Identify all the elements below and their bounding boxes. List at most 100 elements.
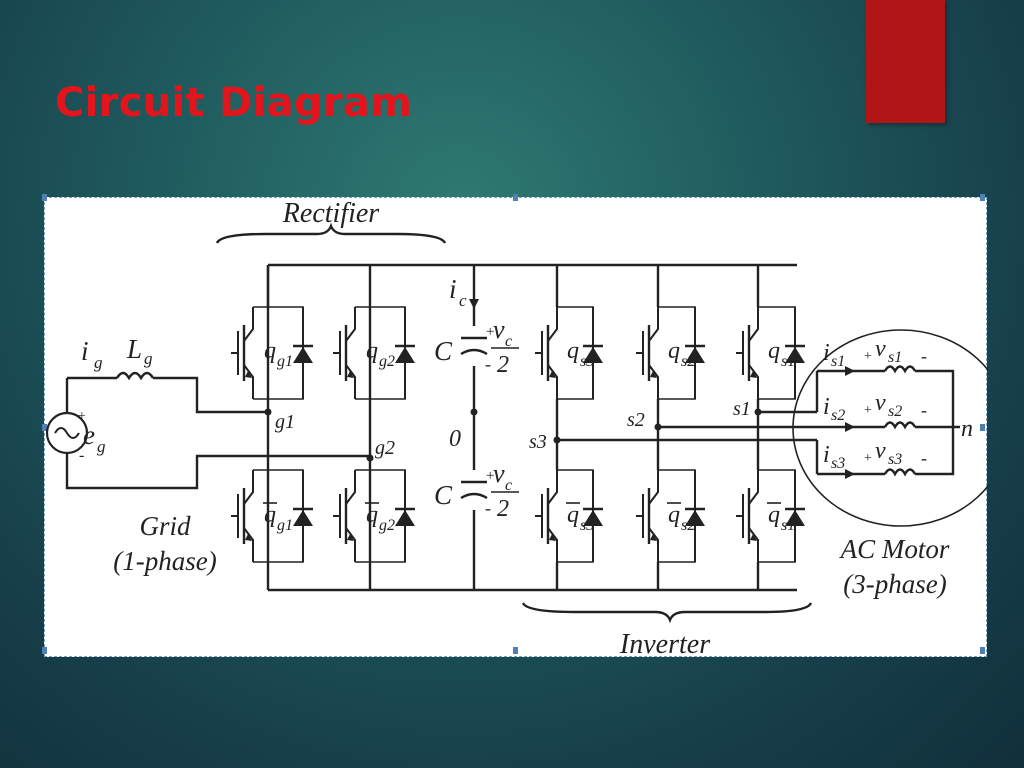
resize-handle[interactable] [980, 194, 985, 201]
svg-text:c: c [459, 291, 467, 310]
svg-text:s2: s2 [681, 353, 695, 370]
svg-text:(3-phase): (3-phase) [843, 569, 946, 599]
rectifier-label: Rectifier [282, 198, 380, 229]
inverter-label: Inverter [619, 629, 710, 658]
rectifier-switches [229, 265, 417, 564]
svg-text:AC Motor: AC Motor [839, 534, 950, 564]
svg-text:2: 2 [497, 352, 509, 378]
diode [291, 468, 315, 564]
resize-handle[interactable] [42, 647, 47, 654]
svg-text:q: q [567, 502, 579, 528]
svg-text:e: e [83, 420, 95, 450]
motor-outline [792, 329, 988, 527]
svg-text:C: C [434, 336, 453, 366]
svg-text:s3: s3 [580, 353, 594, 370]
svg-text:+: + [863, 349, 872, 364]
motor-connections [557, 329, 988, 527]
svg-text:v: v [875, 438, 886, 464]
svg-text:s1: s1 [831, 353, 845, 370]
resize-handle[interactable] [980, 647, 985, 654]
svg-text:+: + [863, 403, 872, 418]
svg-text:+: + [485, 468, 495, 484]
resize-handle[interactable] [42, 424, 47, 431]
rectifier-brace: Rectifier [215, 198, 447, 244]
capacitor-bank [460, 336, 488, 500]
svg-text:v: v [493, 315, 505, 344]
svg-text:q: q [567, 338, 579, 364]
svg-text:-: - [921, 346, 927, 366]
resize-handle[interactable] [513, 194, 518, 201]
svg-text:q: q [264, 338, 276, 364]
slide-title: Circuit Diagram [55, 80, 413, 126]
resize-handle[interactable] [513, 647, 518, 654]
svg-text:c: c [505, 333, 512, 350]
svg-text:g: g [97, 437, 106, 456]
igbt-qs1-bar [734, 468, 760, 564]
svg-text:i: i [449, 274, 457, 304]
svg-text:s1: s1 [888, 349, 902, 366]
svg-text:c: c [505, 477, 512, 494]
svg-text:(1-phase): (1-phase) [113, 546, 216, 576]
svg-text:s3: s3 [580, 517, 594, 534]
svg-text:q: q [768, 338, 780, 364]
svg-text:g1: g1 [277, 353, 293, 370]
grid-source [45, 371, 370, 490]
diode [291, 305, 315, 401]
svg-text:q: q [668, 502, 680, 528]
svg-text:s3: s3 [529, 431, 547, 453]
svg-text:C: C [434, 480, 453, 510]
igbt-qg1-bar [229, 468, 255, 564]
svg-text:L: L [126, 334, 142, 364]
svg-text:q: q [366, 502, 378, 528]
igbt-qg2 [331, 305, 357, 401]
igbt-qs3 [533, 305, 559, 401]
svg-text:s1: s1 [781, 353, 795, 370]
svg-text:s2: s2 [627, 409, 645, 431]
svg-text:q: q [668, 338, 680, 364]
svg-text:q: q [264, 502, 276, 528]
resize-handle[interactable] [980, 424, 985, 431]
svg-text:0: 0 [449, 426, 461, 452]
diode [783, 468, 807, 564]
igbt-qg2-bar [331, 468, 357, 564]
igbt-qg1 [229, 305, 255, 401]
svg-text:i: i [823, 394, 830, 420]
svg-text:v: v [493, 459, 505, 488]
svg-text:i: i [81, 336, 89, 366]
diode [581, 468, 605, 564]
svg-text:g2: g2 [375, 437, 395, 459]
svg-text:s2: s2 [831, 407, 845, 424]
svg-text:-: - [485, 354, 491, 374]
svg-text:g1: g1 [277, 517, 293, 534]
dc-bus [266, 263, 797, 592]
svg-text:q: q [366, 338, 378, 364]
svg-text:s2: s2 [888, 403, 902, 420]
svg-text:s3: s3 [831, 455, 845, 472]
svg-text:g1: g1 [275, 411, 295, 433]
svg-text:g2: g2 [379, 353, 395, 370]
svg-text:i: i [823, 340, 830, 366]
svg-text:n: n [961, 416, 973, 442]
svg-text:+: + [485, 324, 495, 340]
svg-text:+: + [77, 409, 86, 424]
inverter-brace: Inverter [521, 602, 813, 658]
svg-text:+: + [863, 451, 872, 466]
svg-text:s3: s3 [888, 451, 902, 468]
igbt-qs1 [734, 305, 760, 401]
resize-handle[interactable] [42, 194, 47, 201]
accent-block [866, 0, 945, 123]
svg-text:-: - [485, 498, 491, 518]
circuit-figure: Rectifier Inverter [42, 194, 988, 658]
diode [683, 468, 707, 564]
igbt-qs2-bar [634, 468, 660, 564]
diode [393, 305, 417, 401]
diode [393, 468, 417, 564]
svg-text:g: g [94, 353, 103, 372]
circuit-diagram: Rectifier Inverter [45, 198, 988, 658]
svg-text:g2: g2 [379, 517, 395, 534]
svg-text:-: - [921, 400, 927, 420]
svg-text:2: 2 [497, 496, 509, 522]
svg-text:-: - [79, 447, 84, 464]
svg-text:s2: s2 [681, 517, 695, 534]
svg-text:v: v [875, 336, 886, 362]
